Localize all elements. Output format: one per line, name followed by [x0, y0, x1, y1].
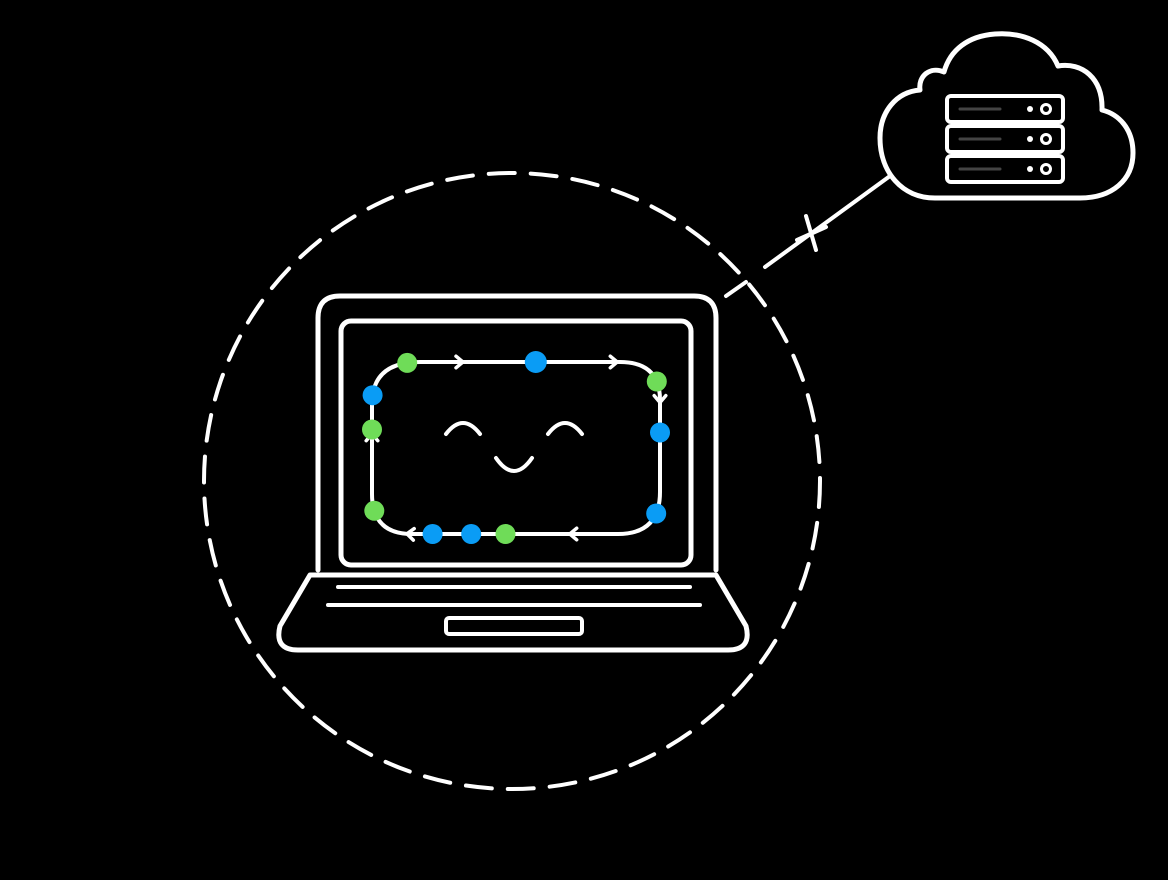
loop-node-right-middle [650, 422, 670, 443]
link-segment-inner [724, 280, 748, 298]
laptop-screen [338, 318, 694, 568]
loop-node-left-middle [362, 385, 383, 406]
server-rack-icon [945, 94, 1065, 184]
loop-node-bottom-2 [461, 524, 482, 544]
loop-arrow-icon [405, 526, 416, 542]
loop-path [370, 360, 662, 536]
loop-node-right-lower [646, 503, 667, 524]
server-led [1040, 163, 1052, 175]
server-unit [945, 94, 1065, 124]
loop-arrow-icon [454, 354, 465, 370]
loop-node-bottom-4 [364, 500, 385, 521]
laptop-trackpad [444, 616, 584, 636]
laptop-lid [315, 293, 719, 573]
cloud-icon [877, 31, 1136, 201]
laptop-base [276, 572, 750, 653]
loop-node-bottom-1 [495, 524, 516, 544]
face-right-eye [546, 421, 584, 436]
local-boundary-dashed-circle [202, 171, 822, 791]
disconnected-link [724, 174, 892, 298]
loop-node-left-lower [362, 419, 382, 440]
loop-arrow-icon [568, 526, 579, 542]
server-led [1027, 136, 1033, 142]
loop-nodes [362, 351, 670, 544]
server-led [1027, 106, 1033, 112]
loop-node-top [524, 351, 547, 373]
server-led [1040, 133, 1052, 145]
link-cut-cross-icon [795, 214, 828, 252]
cyclic-loop-icon [362, 351, 670, 544]
smiley-face-icon [444, 421, 584, 473]
laptop-icon [276, 293, 750, 653]
loop-arrow-icon [608, 354, 619, 370]
server-led [1027, 166, 1033, 172]
loop-node-left-upper [397, 352, 418, 373]
face-mouth [494, 456, 534, 473]
link-segment-outer [763, 174, 892, 269]
face-left-eye [444, 421, 482, 436]
server-unit [945, 124, 1065, 154]
loop-node-bottom-3 [422, 524, 443, 544]
loop-arrow-icon [652, 393, 668, 405]
server-led [1040, 103, 1052, 115]
loop-direction-arrows [364, 354, 668, 542]
loop-node-right-upper [646, 371, 667, 392]
server-unit [945, 154, 1065, 184]
